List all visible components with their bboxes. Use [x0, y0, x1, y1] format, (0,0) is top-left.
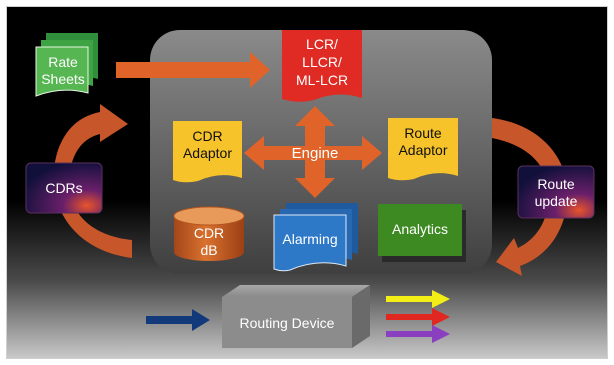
routing-device-side [352, 285, 370, 348]
routing-device-front [222, 297, 352, 348]
route-update-badge [517, 165, 595, 219]
lcr-doc [282, 30, 362, 102]
output-arrow-red [386, 308, 450, 326]
alarming-label: Alarming [282, 231, 338, 247]
cdrs-badge [25, 162, 103, 214]
cdr-db-cylinder-top [173, 206, 245, 226]
output-arrow-yellow [386, 290, 450, 308]
cdrs-label: CDRs [45, 180, 83, 196]
lcr-label: LCR/ LLCR/ ML-LCR [295, 36, 349, 88]
cdr-adaptor-doc [173, 121, 242, 183]
route-loop-arrow [492, 118, 568, 276]
route-adaptor-doc [388, 118, 458, 181]
routing-device-label: Routing Device [239, 315, 335, 331]
cdr-loop-arrow [53, 104, 132, 258]
input-arrow [146, 309, 210, 331]
engine-four-way-arrow [244, 106, 382, 198]
route-update-label: Route update [534, 176, 578, 209]
routing-device-top [222, 285, 370, 297]
rate-sheets-doc [35, 46, 89, 97]
route-adaptor-label: Route Adaptor [398, 125, 448, 158]
alarming-doc [273, 214, 347, 272]
output-arrow-purple [386, 325, 450, 343]
cdr-db-label: CDR dB [193, 225, 225, 258]
analytics-label: Analytics [391, 221, 449, 237]
cdr-adaptor-label: CDR Adaptor [182, 128, 233, 161]
rate-sheets-label: Rate Sheets [41, 54, 85, 87]
engine-label: Engine [291, 145, 339, 162]
rate-to-lcr-arrow [116, 52, 270, 88]
analytics-box [378, 204, 462, 256]
cdr-db-cylinder [174, 216, 244, 261]
